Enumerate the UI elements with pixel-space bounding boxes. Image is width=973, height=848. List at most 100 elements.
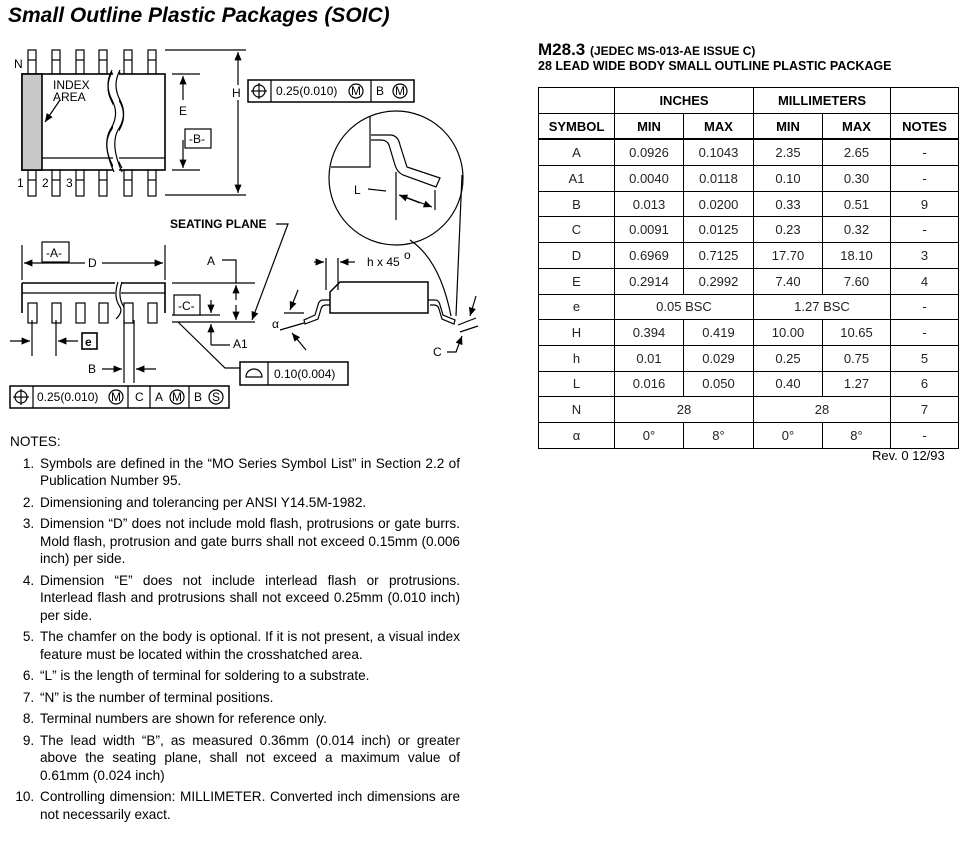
min-header: MIN bbox=[753, 112, 823, 141]
lead bbox=[27, 49, 37, 75]
datum-c: -C- bbox=[178, 299, 195, 313]
dim-b-label: B bbox=[88, 362, 96, 376]
lead bbox=[147, 302, 158, 324]
table-cell: 17.70 bbox=[753, 242, 823, 269]
tolerance-value: 0.25(0.010) bbox=[276, 84, 337, 98]
table-cell: 0.01 bbox=[614, 344, 684, 372]
note-item: Symbols are defined in the “MO Series Sy… bbox=[38, 455, 460, 490]
table-cell: 1.27 BSC bbox=[753, 293, 891, 321]
max-header: MAX bbox=[683, 112, 754, 141]
table-cell: 0.419 bbox=[683, 319, 754, 346]
table-cell: 0.2992 bbox=[683, 267, 754, 295]
table-cell: 0.40 bbox=[753, 370, 823, 398]
index-area bbox=[21, 73, 43, 171]
table-cell: 9 bbox=[890, 190, 959, 218]
table-cell: L bbox=[538, 370, 615, 398]
package-drawing: N INDEX AREA 1 2 3 E -B- H 0.25(0.010) M… bbox=[9, 49, 479, 409]
note-item: “L” is the length of terminal for solder… bbox=[38, 667, 460, 685]
table-cell: 0.10 bbox=[753, 165, 823, 192]
table-cell: 18.10 bbox=[822, 242, 891, 269]
note-item: Dimension “E” does not include interlead… bbox=[38, 572, 460, 625]
dim-d-label: D bbox=[88, 256, 97, 270]
lead-detail: L bbox=[328, 110, 464, 317]
lead bbox=[123, 49, 133, 75]
datum-ref: C bbox=[135, 390, 144, 404]
package-code: M28.3 bbox=[538, 40, 586, 59]
dim-e-pitch-label: e bbox=[85, 335, 92, 349]
note-item: Dimension “D” does not include mold flas… bbox=[38, 515, 460, 568]
table-cell: 0.32 bbox=[822, 216, 891, 244]
table-cell: 0.30 bbox=[822, 165, 891, 192]
mmc-symbol: M bbox=[111, 390, 121, 404]
symbol-header: SYMBOL bbox=[538, 112, 615, 141]
rfs-symbol: S bbox=[212, 390, 220, 404]
dim-l-label: L bbox=[354, 183, 361, 197]
table-cell: 7.40 bbox=[753, 267, 823, 295]
lead bbox=[75, 169, 85, 197]
seating-plane-label: SEATING PLANE bbox=[170, 217, 266, 231]
note-item: “N” is the number of terminal positions. bbox=[38, 689, 460, 707]
table-cell: 8° bbox=[822, 421, 891, 449]
datum-ref: B bbox=[376, 84, 384, 98]
note-item: The chamfer on the body is optional. If … bbox=[38, 628, 460, 663]
table-cell: 28 bbox=[753, 396, 891, 423]
table-cell: - bbox=[890, 293, 959, 321]
table-cell: 2.35 bbox=[753, 138, 823, 167]
index-label: INDEX bbox=[53, 78, 90, 92]
table-cell: 0.23 bbox=[753, 216, 823, 244]
min-header: MIN bbox=[614, 112, 684, 141]
table-cell: 0.51 bbox=[822, 190, 891, 218]
revision: Rev. 0 12/93 bbox=[872, 448, 945, 463]
end-view: h x 45 o α C bbox=[272, 248, 479, 359]
table-cell: 0.0040 bbox=[614, 165, 684, 192]
dim-a-label: A bbox=[207, 254, 215, 268]
page-title: Small Outline Plastic Packages (SOIC) bbox=[8, 4, 390, 27]
table-cell: 7.60 bbox=[822, 267, 891, 295]
table-cell: 0.05 BSC bbox=[614, 293, 754, 321]
table-cell: A1 bbox=[538, 165, 615, 192]
notes-header: NOTES bbox=[890, 112, 959, 141]
table-cell: 2.65 bbox=[822, 138, 891, 167]
table-cell: 0.016 bbox=[614, 370, 684, 398]
table-cell: 0.0200 bbox=[683, 190, 754, 218]
table-cell: 0.0091 bbox=[614, 216, 684, 244]
table-cell: D bbox=[538, 242, 615, 269]
table-cell: - bbox=[890, 319, 959, 346]
table-cell: 0.050 bbox=[683, 370, 754, 398]
dim-c-label: C bbox=[433, 345, 442, 359]
alpha-label: α bbox=[272, 317, 279, 331]
table-cell: - bbox=[890, 138, 959, 167]
lead bbox=[147, 49, 157, 75]
table-cell: 0° bbox=[753, 421, 823, 449]
note-item: Controlling dimension: MILLIMETER. Conve… bbox=[38, 788, 460, 823]
max-header: MAX bbox=[822, 112, 891, 141]
dim-h-label: H bbox=[232, 86, 241, 100]
package-description: 28 LEAD WIDE BODY SMALL OUTLINE PLASTIC … bbox=[538, 59, 892, 73]
table-cell: 5 bbox=[890, 344, 959, 372]
table-cell: 6 bbox=[890, 370, 959, 398]
lead bbox=[98, 49, 108, 75]
table-cell: 0.013 bbox=[614, 190, 684, 218]
lead bbox=[123, 169, 133, 197]
datum-a: -A- bbox=[46, 246, 62, 260]
table-cell: 0.25 bbox=[753, 344, 823, 372]
lead bbox=[75, 302, 86, 324]
table-cell: A bbox=[538, 138, 615, 167]
dim-a1-label: A1 bbox=[233, 337, 248, 351]
index-label: AREA bbox=[53, 90, 86, 104]
notes-heading: NOTES: bbox=[10, 434, 61, 449]
side-view: D -A- -C- A A1 SEATING PLANE e B 0.10(0.… bbox=[9, 217, 349, 409]
table-cell: 8° bbox=[683, 421, 754, 449]
table-cell: 0.394 bbox=[614, 319, 684, 346]
mmc-symbol: M bbox=[351, 84, 361, 98]
top-view: N INDEX AREA 1 2 3 E -B- H 0.25(0.010) M… bbox=[14, 49, 415, 197]
lead bbox=[147, 169, 157, 197]
datum-b: -B- bbox=[189, 132, 205, 146]
notes-section: NOTES: Symbols are defined in the “MO Se… bbox=[10, 433, 460, 827]
lead bbox=[98, 169, 108, 197]
